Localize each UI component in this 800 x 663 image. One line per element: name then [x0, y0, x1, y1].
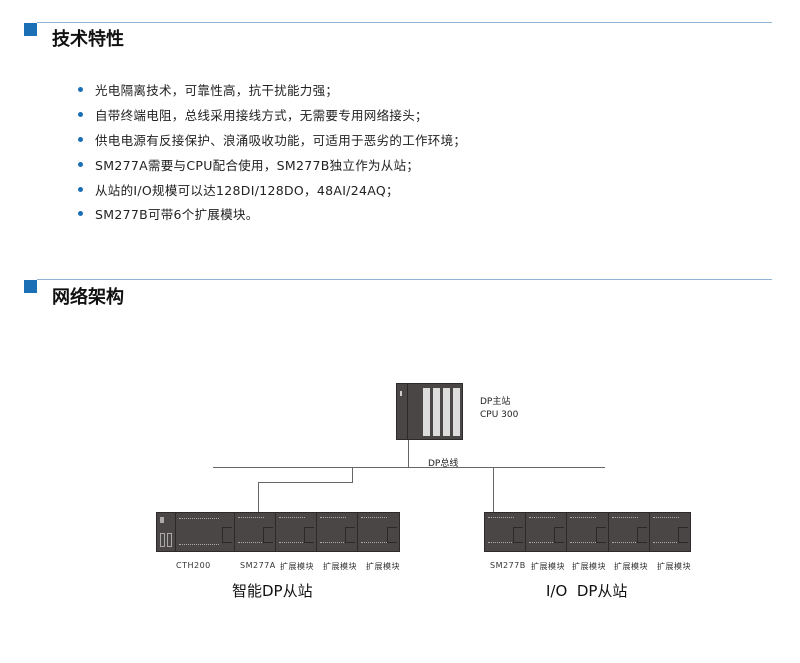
expansion-module [566, 512, 609, 552]
section-marker-icon [24, 280, 37, 293]
left-station-title: 智能DP从站 [232, 582, 313, 600]
module-label: 扩展模块 [280, 562, 314, 571]
module-label: SM277B [490, 561, 526, 570]
sm277b-module [484, 512, 526, 552]
bullet-icon [78, 187, 83, 192]
expansion-module [649, 512, 691, 552]
section-marker-icon [24, 23, 37, 36]
expansion-module [275, 512, 317, 552]
branch-line [258, 482, 259, 512]
feature-item: SM277A需要与CPU配合使用，SM277B独立作为从站； [95, 158, 420, 173]
cpu300-rack [396, 383, 463, 440]
bus-drop-line [408, 440, 409, 467]
bullet-icon [78, 112, 83, 117]
feature-item: 自带终端电阻，总线采用接线方式，无需要专用网络接头； [95, 108, 428, 123]
module-label: 扩展模块 [657, 562, 691, 571]
divider [37, 22, 772, 23]
module-label: 扩展模块 [366, 562, 400, 571]
section-title-features: 技术特性 [52, 29, 124, 50]
bus-label: DP总线 [428, 459, 459, 469]
bullet-icon [78, 87, 83, 92]
master-cpu-label: CPU 300 [480, 410, 519, 420]
module-label: 扩展模块 [323, 562, 357, 571]
module-label: CTH200 [176, 561, 211, 570]
section-title-network: 网络架构 [52, 287, 124, 308]
branch-line [352, 467, 353, 482]
branch-line [258, 482, 353, 483]
expansion-module [316, 512, 358, 552]
module-label: 扩展模块 [572, 562, 606, 571]
bullet-icon [78, 211, 83, 216]
bullet-icon [78, 162, 83, 167]
module-label: 扩展模块 [531, 562, 565, 571]
cth200-module [156, 512, 235, 552]
sm277a-module [234, 512, 276, 552]
bullet-icon [78, 137, 83, 142]
expansion-module [608, 512, 650, 552]
expansion-module [525, 512, 567, 552]
feature-item: 供电电源有反接保护、浪涌吸收功能，可适用于恶劣的工作环境； [95, 133, 467, 148]
module-label: SM277A [240, 561, 276, 570]
divider [37, 279, 772, 280]
feature-item: 从站的I/O规模可以达128DI/128DO，48AI/24AQ； [95, 183, 399, 198]
module-label: 扩展模块 [614, 562, 648, 571]
dp-bus-line [213, 467, 605, 468]
branch-line [493, 467, 494, 512]
expansion-module [357, 512, 400, 552]
right-station-title: I/O DP从站 [546, 582, 628, 600]
master-label: DP主站 [480, 397, 511, 407]
feature-item: SM277B可带6个扩展模块。 [95, 207, 259, 222]
feature-item: 光电隔离技术，可靠性高，抗干扰能力强； [95, 83, 339, 98]
